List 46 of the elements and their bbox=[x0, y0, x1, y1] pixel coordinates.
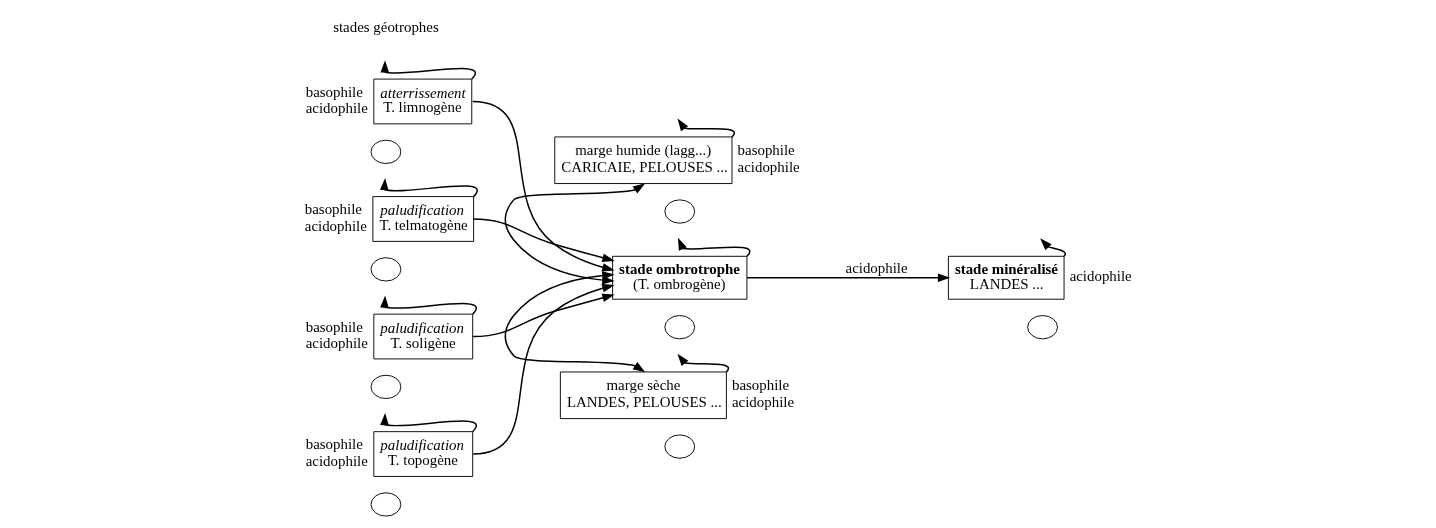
arrow bbox=[1040, 238, 1067, 258]
node-box: paludification T. soligène bbox=[373, 313, 474, 360]
node-label: acidophile bbox=[737, 159, 800, 176]
node-label: acidophile bbox=[305, 335, 368, 352]
arrow bbox=[471, 100, 615, 272]
node-circle bbox=[664, 434, 696, 459]
node-circle bbox=[664, 199, 696, 224]
node-circle bbox=[370, 139, 402, 164]
node-label: acidophile bbox=[305, 100, 368, 117]
arrow bbox=[379, 177, 478, 198]
arrow bbox=[677, 237, 751, 258]
node-box: paludification T. telmatogène bbox=[372, 196, 475, 242]
arrow bbox=[380, 295, 477, 315]
node-box: stade ombrotrophe (T. ombrogène) bbox=[612, 255, 748, 300]
node-box: marge sèche LANDES, PELOUSES ... bbox=[559, 371, 727, 420]
arrow bbox=[380, 60, 476, 80]
edge-label: acidophile bbox=[845, 259, 908, 276]
node-box: atterrissement T. limnogène bbox=[373, 78, 473, 125]
node-circle bbox=[1027, 315, 1058, 340]
node-label: basophile bbox=[305, 436, 363, 453]
node-label: acidophile bbox=[731, 394, 795, 411]
arrow bbox=[746, 273, 951, 283]
arrow bbox=[472, 218, 615, 262]
arrow bbox=[677, 353, 730, 373]
node-box: marge humide (lagg...) CARICAIE, PELOUSES ... bbox=[554, 136, 733, 184]
node-box: stade minéralisé LANDES ... bbox=[947, 255, 1065, 300]
arrow bbox=[380, 412, 477, 433]
node-circle bbox=[370, 257, 402, 282]
arrow bbox=[472, 293, 615, 338]
node-circle bbox=[370, 374, 402, 399]
node-label: acidophile bbox=[304, 217, 367, 234]
node-label: basophile bbox=[305, 83, 363, 100]
arrow bbox=[677, 118, 735, 138]
node-label: basophile bbox=[737, 142, 795, 159]
node-label: basophile bbox=[304, 201, 362, 218]
node-box: paludification T. topogène bbox=[373, 431, 474, 477]
node-circle bbox=[370, 492, 402, 517]
arrow bbox=[504, 183, 646, 285]
node-label: acidophile bbox=[305, 452, 368, 469]
arrow bbox=[504, 271, 646, 373]
arrow bbox=[472, 284, 615, 455]
label: stades géotrophes bbox=[333, 19, 439, 36]
node-label: basophile bbox=[731, 377, 790, 394]
node-label: acidophile bbox=[1069, 268, 1132, 285]
node-circle bbox=[664, 315, 696, 340]
node-label: basophile bbox=[305, 318, 363, 335]
